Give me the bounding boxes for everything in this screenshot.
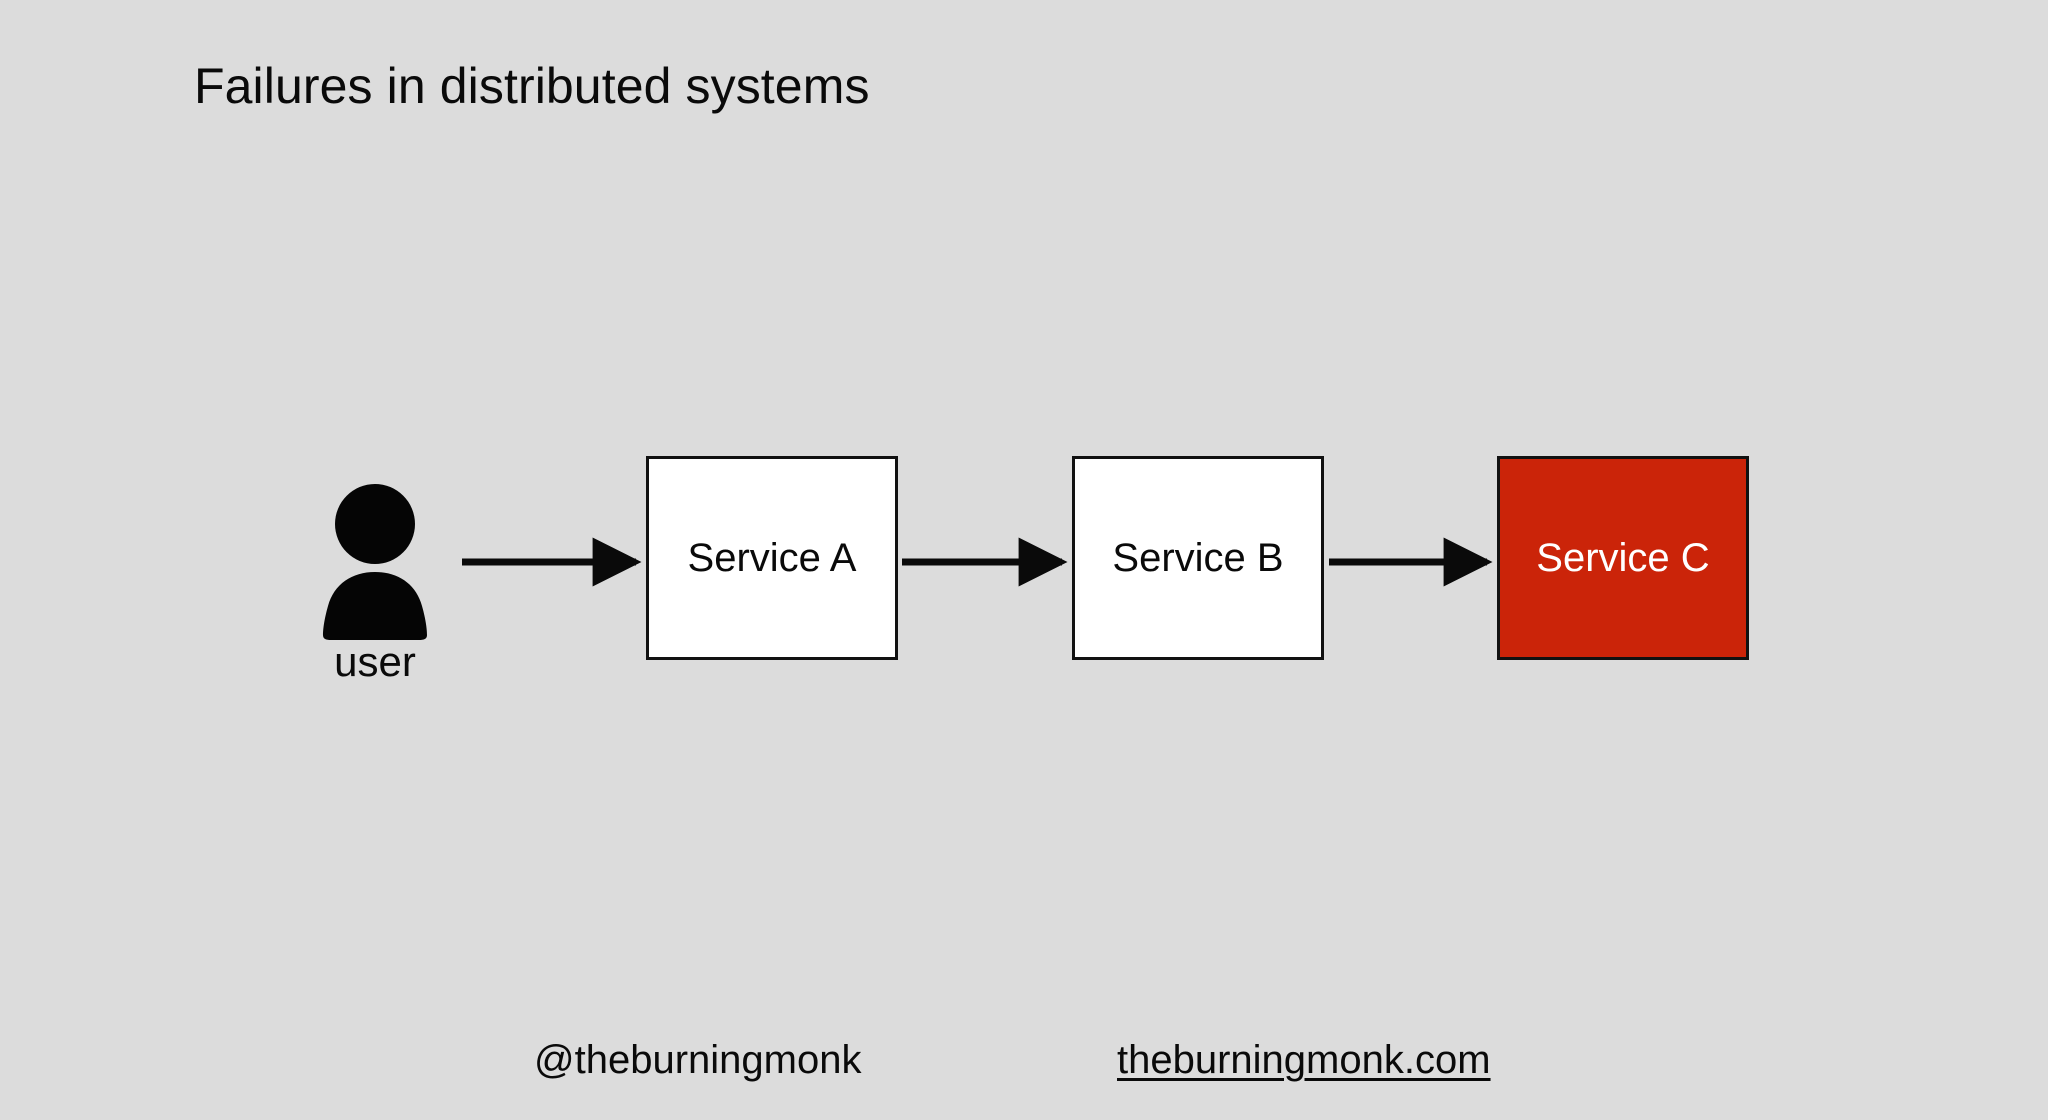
service-node-c-label: Service C [1536,536,1710,580]
service-node-a-label: Service A [687,536,857,580]
user-icon [323,484,427,640]
actor-user-label: user [334,638,416,685]
service-node-a[interactable]: Service A [646,456,898,660]
footer-website-link[interactable]: theburningmonk.com [1117,1038,1491,1082]
footer-social-handle: @theburningmonk [534,1038,862,1082]
service-node-b[interactable]: Service B [1072,456,1324,660]
actor-user: user [300,480,450,700]
service-node-c[interactable]: Service C [1497,456,1749,660]
page-title: Failures in distributed systems [194,58,870,114]
service-node-b-label: Service B [1112,536,1284,580]
